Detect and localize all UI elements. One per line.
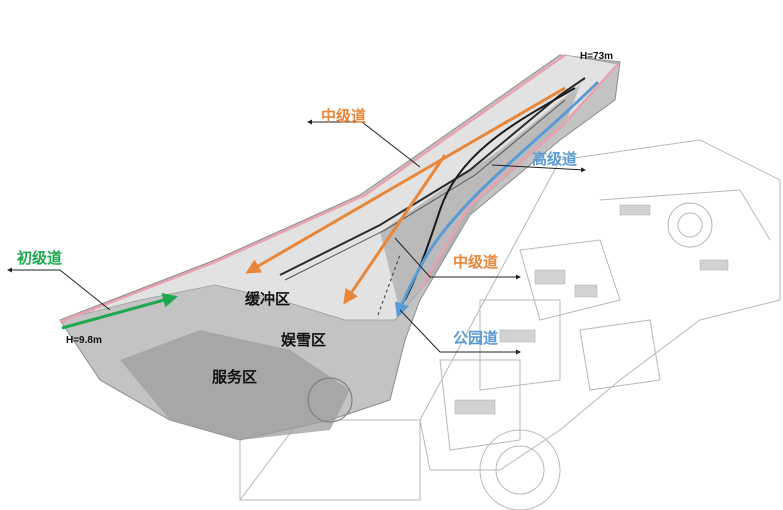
lane-advanced-label: 高级道 bbox=[532, 151, 578, 168]
inner-slope-strip bbox=[380, 85, 580, 312]
building-blocks bbox=[454, 204, 729, 415]
beginner-run-arrow bbox=[61, 292, 178, 330]
service-building bbox=[120, 330, 350, 440]
surrounding-site-plan bbox=[239, 139, 781, 510]
lane-beginner-label: 初级道 bbox=[17, 250, 63, 267]
lane-intermediate-mid-label: 中级道 bbox=[453, 254, 499, 271]
leader-beginner-up bbox=[59, 269, 111, 311]
intermediate-run-arrow-right bbox=[343, 154, 447, 305]
lane-park-label: 公园道 bbox=[453, 330, 499, 347]
advanced-run-arrow bbox=[394, 80, 600, 318]
zone-snowplay-label: 娱雪区 bbox=[281, 332, 327, 349]
zone-buffer-label: 缓冲区 bbox=[245, 291, 291, 308]
dashed-divider bbox=[377, 254, 401, 316]
intermediate-run-arrow-left bbox=[245, 86, 566, 274]
slope-surface bbox=[59, 54, 619, 321]
height-bottom-label: H=9.8m bbox=[66, 335, 102, 346]
height-top-label: H=73m bbox=[580, 51, 614, 62]
leader-intermediate-top bbox=[361, 121, 421, 168]
leader-intermediate-mid bbox=[394, 237, 521, 280]
slope-edge-top bbox=[59, 53, 566, 324]
zone-service-label: 服务区 bbox=[212, 369, 258, 386]
lift-track-rail bbox=[284, 99, 566, 281]
leader-park bbox=[399, 309, 521, 355]
plaza-circle bbox=[307, 377, 353, 423]
lane-intermediate-top-label: 中级道 bbox=[321, 108, 367, 125]
leader-advanced bbox=[491, 164, 586, 173]
lift-track bbox=[279, 77, 586, 276]
